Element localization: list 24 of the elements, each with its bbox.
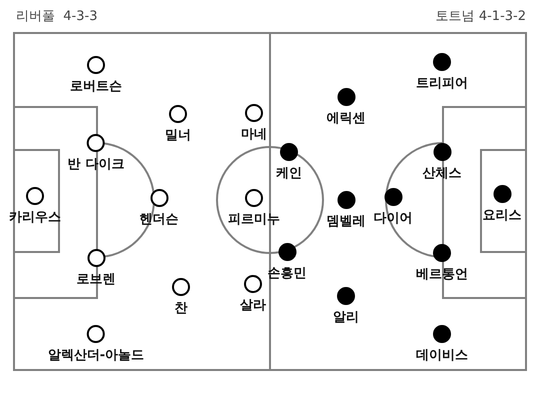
team-formation-heading: 리버풀 4-3-3 bbox=[16, 9, 98, 25]
player-name: 트리피어 bbox=[416, 76, 468, 91]
player-name: 살라 bbox=[240, 298, 266, 313]
player-name: 피르미누 bbox=[228, 212, 280, 227]
player-name: 베르통언 bbox=[416, 267, 468, 282]
player-name: 알렉산더-아놀드 bbox=[48, 348, 144, 363]
player-name: 밀너 bbox=[165, 128, 191, 143]
player-name: 로브렌 bbox=[76, 272, 116, 287]
player-name: 에릭센 bbox=[326, 111, 366, 126]
player-name: 카리우스 bbox=[9, 210, 61, 225]
team-formation-heading: 토트넘 4-1-3-2 bbox=[436, 9, 526, 25]
player-name: 뎀벨레 bbox=[326, 214, 366, 229]
player-name: 로버트슨 bbox=[70, 79, 122, 94]
player-name: 다이어 bbox=[374, 211, 412, 226]
player-name: 찬 bbox=[174, 301, 188, 316]
player-name: 요리스 bbox=[482, 208, 522, 223]
player-name: 알리 bbox=[333, 310, 359, 325]
player-name: 헨더슨 bbox=[140, 212, 178, 227]
player-name: 손흥민 bbox=[268, 266, 306, 281]
player-name: 케인 bbox=[276, 166, 302, 181]
player-name: 반 다이크 bbox=[68, 157, 124, 172]
player-name: 마네 bbox=[241, 127, 267, 142]
player-name: 데이비스 bbox=[416, 348, 468, 363]
player-name: 산체스 bbox=[422, 166, 462, 181]
